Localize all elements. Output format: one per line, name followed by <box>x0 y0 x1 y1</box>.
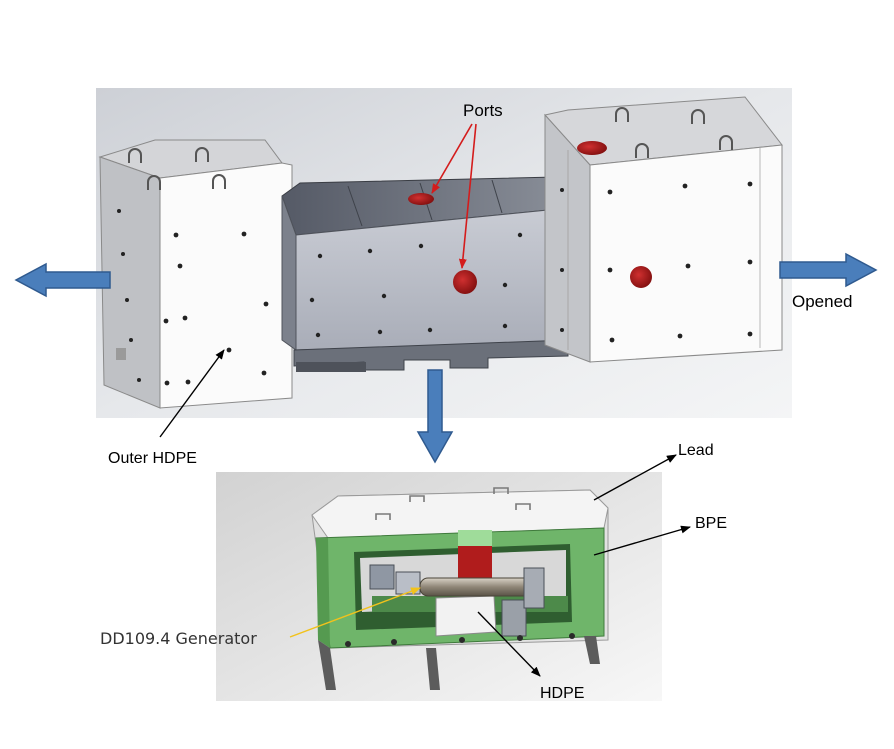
left-hdpe-box <box>98 139 293 409</box>
motion-arrows <box>14 252 878 464</box>
generator-leader <box>289 587 421 638</box>
generator-label: DD109.4 Generator <box>100 629 257 648</box>
outer-hdpe-leader <box>159 349 225 438</box>
opened-label: Opened <box>792 292 853 311</box>
center-enclosure <box>281 176 569 372</box>
top-leaders <box>159 123 477 438</box>
bpe-leader <box>593 525 691 556</box>
right-arrow-icon <box>779 252 878 288</box>
ports-leader-front <box>458 123 477 269</box>
lead-label: Lead <box>678 442 714 459</box>
generator-tube <box>419 577 533 597</box>
assembly-view <box>96 88 792 418</box>
right-top-port <box>577 141 607 155</box>
hdpe-label: HDPE <box>540 685 584 702</box>
outer-hdpe-label: Outer HDPE <box>108 450 197 467</box>
down-arrow-icon <box>416 369 454 464</box>
left-arrow-icon <box>14 262 111 298</box>
ports-label: Ports <box>463 101 503 120</box>
cutaway-view <box>216 472 662 701</box>
labels: Ports Opened Outer HDPE Lead BPE DD109.4… <box>100 101 853 702</box>
ports-leader-top <box>431 123 473 194</box>
top-port <box>408 193 434 205</box>
lead-leader <box>593 454 677 501</box>
right-front-port <box>630 266 652 288</box>
bpe-label: BPE <box>695 515 727 532</box>
hdpe-leader <box>477 611 541 677</box>
right-hdpe-box <box>544 96 783 363</box>
front-port <box>453 270 477 294</box>
bottom-leaders <box>289 454 691 677</box>
